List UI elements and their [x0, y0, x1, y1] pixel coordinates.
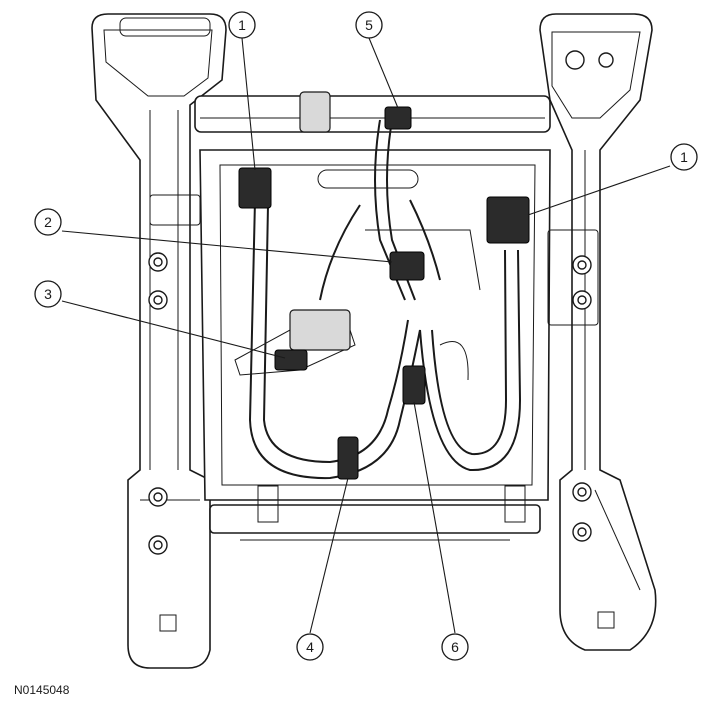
wire-harness — [234, 119, 522, 480]
connector-3 — [274, 349, 308, 371]
mounting-bolts — [148, 252, 615, 632]
connectors — [238, 106, 530, 480]
connector-4 — [337, 436, 359, 480]
callout-6: 6 — [441, 633, 469, 661]
bottom-cross-bar — [209, 485, 541, 541]
callout-5: 5 — [355, 11, 383, 39]
callout-label: 4 — [306, 639, 314, 655]
connector-1-left — [238, 167, 272, 209]
callout-label: 6 — [451, 639, 459, 655]
connector-5 — [384, 106, 412, 130]
callout-label: 1 — [238, 17, 246, 33]
top-cross-tube — [194, 91, 551, 133]
callout-1-right: 1 — [670, 143, 698, 171]
seat-pan — [149, 149, 599, 501]
callout-label: 1 — [680, 149, 688, 165]
callout-label: 3 — [44, 286, 52, 302]
connector-6 — [402, 365, 426, 405]
right-rear-upright — [539, 13, 657, 651]
callout-4: 4 — [296, 633, 324, 661]
callout-2: 2 — [34, 208, 62, 236]
connector-1-right — [486, 196, 530, 244]
callout-leaders — [61, 37, 671, 634]
left-rear-upright — [91, 13, 227, 669]
callout-label: 2 — [44, 214, 52, 230]
connector-2 — [389, 251, 425, 281]
callout-label: 5 — [365, 17, 373, 33]
callout-1-top: 1 — [228, 11, 256, 39]
callout-3: 3 — [34, 280, 62, 308]
figure-id: N0145048 — [14, 683, 70, 697]
